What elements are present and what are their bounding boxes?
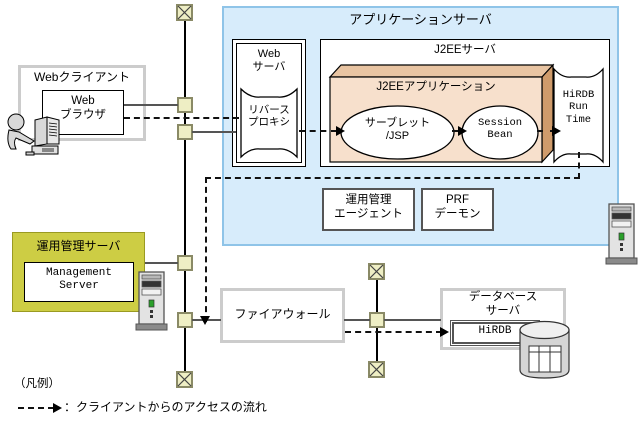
reverse-proxy-label: リバース プロキシ [248, 104, 290, 129]
database-cylinder-icon [519, 320, 570, 379]
network-node-icon-db [369, 312, 385, 328]
prf-daemon-box [421, 188, 494, 231]
network-node-icon-webclient-b [177, 124, 193, 140]
hirdb-label: HiRDB [478, 325, 512, 337]
ops-management-agent-label: 運用管理 エージェント [334, 194, 403, 220]
j2ee-server-label: J2EEサーバ [434, 44, 496, 56]
management-server-label: 運用管理サーバ [36, 239, 121, 253]
hirdb-runtime-label: HiRDB Run Time [562, 89, 595, 126]
server-tower-icon [135, 271, 168, 331]
web-client-label: Webクライアント [34, 70, 130, 84]
legend-dash-sample [18, 407, 54, 409]
link-bus-to-webserver [192, 131, 236, 133]
flow-proxy-to-servlet [299, 130, 337, 132]
flow-arrow-db [440, 327, 449, 337]
flow-down-to-firewall [205, 177, 207, 322]
flow-horizontal-return [205, 177, 580, 179]
database-server-label: データベース サーバ [468, 291, 538, 317]
management-server-inner-label: Management Server [45, 267, 112, 292]
terminator-x-2-top [369, 264, 384, 279]
ops-management-agent-box [322, 188, 415, 231]
terminator-x-2-bottom [369, 362, 384, 377]
flow-arrow-firewall [200, 316, 210, 325]
web-server-label: Web サーバ [252, 48, 286, 73]
link-webclient-to-bus [124, 104, 178, 106]
firewall-label: ファイアウォール [234, 307, 331, 321]
hirdb-runtime-shape [553, 67, 604, 164]
flow-firewall-to-db [345, 331, 442, 333]
legend-title: （凡例） [14, 378, 60, 390]
terminator-x-top [177, 5, 192, 20]
j2ee-application-label: J2EEアプリケーション [376, 81, 496, 93]
flow-arrow-runtime [552, 126, 561, 136]
link-bus2-to-db [384, 319, 441, 321]
session-bean-label: Session Bean [477, 117, 523, 142]
application-server-label: アプリケーションサーバ [349, 12, 492, 27]
network-backbone-line [184, 18, 186, 375]
terminator-x-bottom [177, 372, 192, 387]
prf-daemon-label: PRF デーモン [434, 194, 481, 220]
network-node-icon-webclient-a [177, 97, 193, 113]
flow-arrow-bean [458, 126, 467, 136]
servlet-jsp-label: サーブレット /JSP [364, 117, 431, 142]
flow-browser-to-proxy [124, 117, 239, 119]
user-at-computer-icon [7, 113, 60, 156]
legend-arrow-sample [53, 403, 62, 413]
link-firewall-to-bus2 [344, 319, 370, 321]
server-tower-icon-right [605, 203, 638, 265]
flow-servlet-to-bean [452, 130, 460, 132]
web-browser-label: Web ブラウザ [60, 95, 106, 121]
network-node-icon-mgmt [177, 255, 193, 271]
network-node-icon-firewall [177, 312, 193, 328]
firewall-box [220, 288, 345, 343]
management-server-inner-box [24, 262, 134, 302]
link-mgmt-to-bus [145, 262, 178, 264]
flow-arrow-servlet [336, 126, 345, 136]
legend-flow-label: ：クライアントからのアクセスの流れ [64, 400, 267, 414]
flow-bean-to-runtime [537, 130, 556, 132]
reverse-proxy-shape [240, 87, 298, 159]
flow-runtime-down [578, 152, 580, 179]
